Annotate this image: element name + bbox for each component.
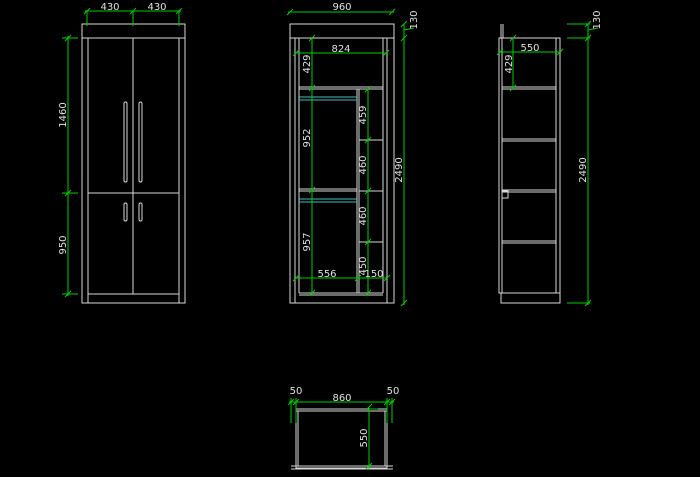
cabinet-outline — [289, 23, 395, 304]
dim-section-width: 960 — [332, 2, 351, 13]
dim-front-height-upper: 1460 — [58, 102, 69, 127]
door-handle — [123, 101, 128, 183]
dim-left-height: 952 — [302, 128, 313, 147]
dim-plan-left-offset: 50 — [290, 386, 303, 397]
dim-left-height: 429 — [302, 54, 313, 73]
dim-bottom-right: 150 — [364, 269, 383, 280]
dim-right-height: 459 — [358, 105, 369, 124]
dim-inner-width: 824 — [331, 44, 350, 55]
dim-side-top-height: 429 — [504, 54, 515, 73]
dim-plan-depth: 550 — [359, 428, 370, 447]
door-handle — [138, 101, 143, 183]
section-view: 960 130 2490 824 429 952 957 459 460 460… — [286, 2, 420, 307]
dim-section-height: 2490 — [394, 157, 405, 182]
dim-side-top-band: 130 — [592, 10, 603, 29]
dim-bottom-left: 556 — [317, 269, 336, 280]
dim-right-height: 460 — [358, 206, 369, 225]
dim-front-width-right: 430 — [147, 2, 166, 13]
side-outline — [498, 37, 561, 294]
dim-right-height: 460 — [358, 155, 369, 174]
dim-section-top-band: 130 — [409, 10, 420, 29]
door-handle — [138, 202, 143, 222]
dim-right-height: 450 — [358, 256, 369, 275]
dim-plan-right-offset: 50 — [387, 386, 400, 397]
dim-left-height: 957 — [302, 232, 313, 251]
plan-view: 50 860 50 550 — [287, 386, 400, 470]
dim-plan-width: 860 — [332, 393, 351, 404]
front-view: 430 430 1460 950 — [58, 2, 186, 304]
dim-side-depth: 550 — [520, 43, 539, 54]
door-handle — [123, 202, 128, 222]
plan-outline — [295, 410, 388, 469]
dim-front-height-lower: 950 — [58, 235, 69, 254]
dim-front-width-left: 430 — [100, 2, 119, 13]
side-view: 550 429 130 2490 — [496, 10, 603, 307]
dim-side-height: 2490 — [578, 157, 589, 182]
